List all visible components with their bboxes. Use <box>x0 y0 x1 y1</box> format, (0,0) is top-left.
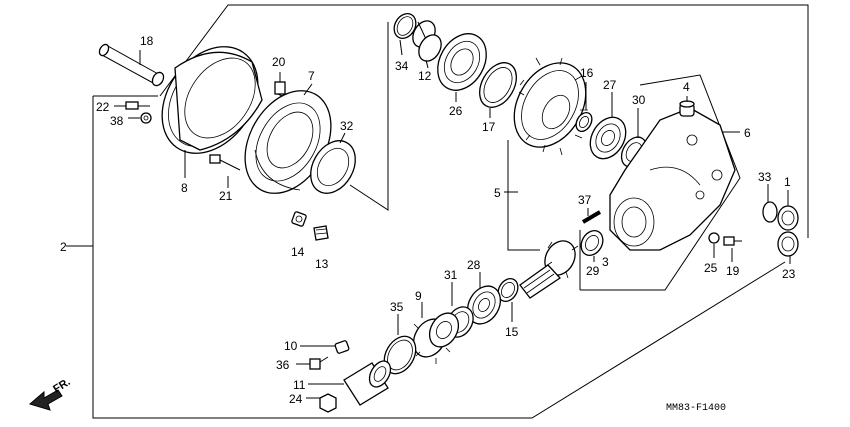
ring-cover-part <box>161 46 263 178</box>
circlip-35 <box>383 314 417 375</box>
stopper-plate-14 <box>291 211 307 227</box>
callout-11: 11 <box>293 378 306 392</box>
callout-8: 8 <box>181 181 188 195</box>
bearing-27 <box>589 92 627 160</box>
callout-35: 35 <box>390 300 404 314</box>
callout-28: 28 <box>467 258 481 272</box>
callout-7: 7 <box>308 69 315 83</box>
bearing-29 <box>580 230 604 262</box>
bolt-19 <box>723 236 742 262</box>
shim-15 <box>497 278 519 322</box>
spring-13 <box>313 225 329 241</box>
nut-24 <box>306 393 337 413</box>
callout-21: 21 <box>219 189 233 203</box>
callout-23: 23 <box>782 267 796 281</box>
o-ring-33 <box>762 184 778 223</box>
callout-25: 25 <box>704 261 718 275</box>
bolt-21 <box>209 154 241 188</box>
callout-3: 3 <box>602 255 609 269</box>
callout-31: 31 <box>444 268 458 282</box>
callout-16: 16 <box>580 66 594 80</box>
callout-19: 19 <box>726 264 740 278</box>
callout-27: 27 <box>603 78 617 92</box>
shim-17 <box>479 62 517 118</box>
callout-15: 15 <box>505 325 519 339</box>
cap-10 <box>300 340 350 354</box>
callout-29: 29 <box>586 264 600 278</box>
callout-30: 30 <box>632 93 646 107</box>
callout-5: 5 <box>494 186 501 200</box>
callout-13: 13 <box>315 257 329 271</box>
pinion-gear-part <box>519 240 579 299</box>
gear-case-part <box>609 107 740 251</box>
drawing-code: MM83-F1400 <box>666 403 726 414</box>
callout-17: 17 <box>482 120 496 134</box>
callout-38: 38 <box>110 114 124 128</box>
assembly-outline <box>92 4 809 419</box>
callout-9: 9 <box>415 289 422 303</box>
callout-32: 32 <box>340 119 354 133</box>
callout-22: 22 <box>96 100 110 114</box>
coupler-9 <box>412 302 460 364</box>
callout-1: 1 <box>784 175 791 189</box>
oil-seal-32 <box>310 132 356 194</box>
callout-6: 6 <box>744 126 751 140</box>
callout-36: 36 <box>276 358 290 372</box>
callout-34: 34 <box>395 59 409 73</box>
callout-14: 14 <box>291 245 305 259</box>
callout-18: 18 <box>140 34 154 48</box>
front-direction-arrow: FR. <box>28 376 73 411</box>
cap-1 <box>777 190 799 231</box>
callout-20: 20 <box>272 55 286 69</box>
callout-33: 33 <box>758 170 772 184</box>
pin-part <box>98 43 165 87</box>
callout-24: 24 <box>289 392 303 406</box>
bolt-36 <box>296 356 329 370</box>
callout-37: 37 <box>578 193 592 207</box>
washer-38 <box>128 112 152 124</box>
washer-25 <box>708 232 720 258</box>
callout-4: 4 <box>683 80 690 94</box>
coupling-11 <box>308 360 392 406</box>
callout-26: 26 <box>449 104 463 118</box>
callout-10: 10 <box>284 339 298 353</box>
collar-12 <box>412 20 442 69</box>
callout-12: 12 <box>418 69 432 83</box>
dowel-37 <box>581 208 602 224</box>
bearing-28 <box>466 272 502 325</box>
bolt-22 <box>114 101 150 110</box>
bearing-26 <box>437 33 487 102</box>
cap-23 <box>777 231 799 264</box>
cap-4 <box>679 96 695 117</box>
collar-16 <box>575 82 593 132</box>
callout-2: 2 <box>60 240 67 254</box>
